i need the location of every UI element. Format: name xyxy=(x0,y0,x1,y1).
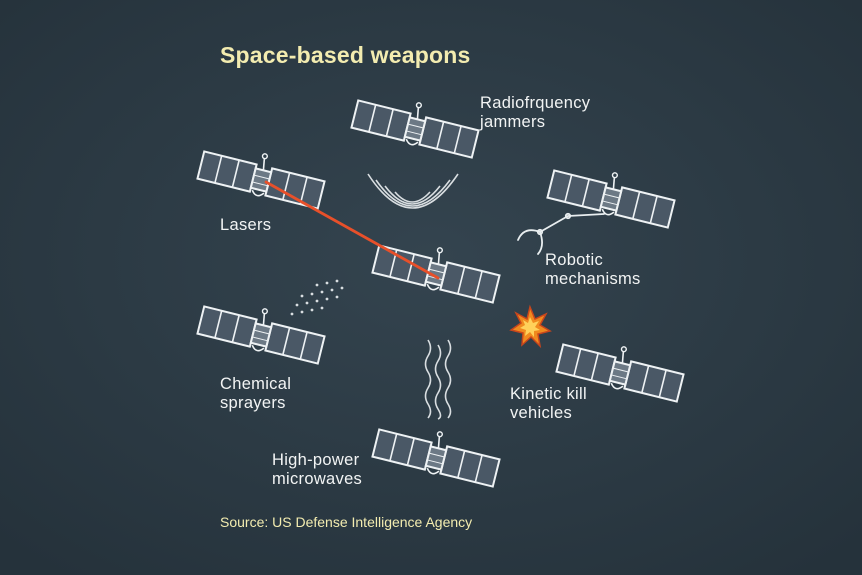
radio-waves-icon xyxy=(367,173,459,209)
source-note: Source: US Defense Intelligence Agency xyxy=(220,514,473,530)
label-radiofrequency-jammers: Radiofrquency jammers xyxy=(480,94,591,131)
microwave-waves-icon xyxy=(424,339,452,420)
label-lasers: Lasers xyxy=(220,216,272,234)
label-robotic-mechanisms: Robotic mechanisms xyxy=(545,251,641,288)
spray-dots-icon xyxy=(290,279,344,316)
explosion-icon xyxy=(509,304,552,349)
robotic-claw-icon xyxy=(517,212,605,255)
label-high-power-microwaves: High-power microwaves xyxy=(272,451,363,488)
laser-beam xyxy=(264,180,440,280)
page-title: Space-based weapons xyxy=(220,42,471,68)
label-chemical-sprayers: Chemical sprayers xyxy=(220,375,292,412)
label-kinetic-kill-vehicles: Kinetic kill vehicles xyxy=(510,385,587,422)
